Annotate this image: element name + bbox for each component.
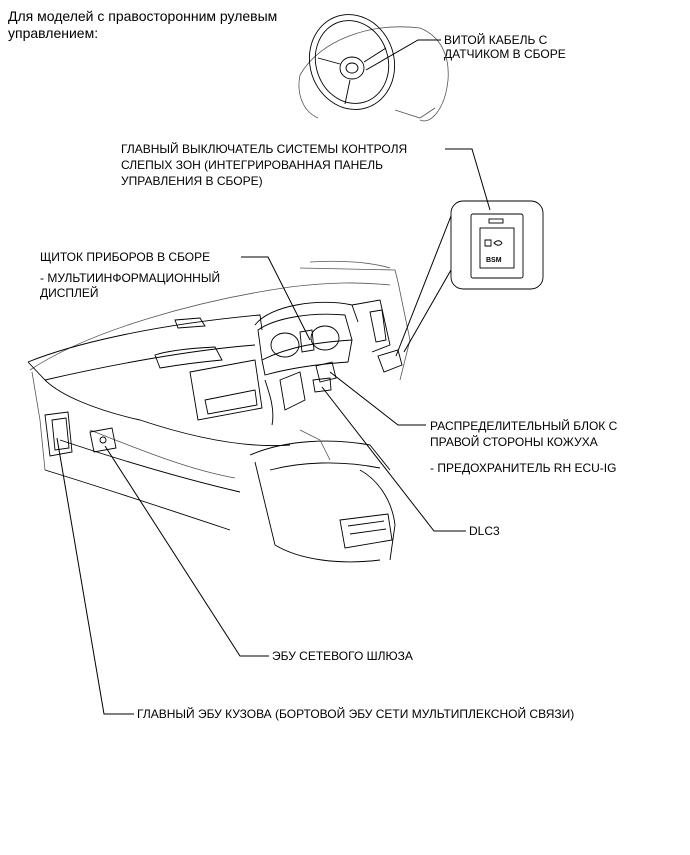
leader-gateway-ecu xyxy=(104,445,269,657)
heading: Для моделей с правосторонним рулевым упр… xyxy=(8,8,277,42)
label-dlc3: DLC3 xyxy=(469,524,500,538)
leader-body-ecu xyxy=(56,437,134,715)
label-spiral-cable: ВИТОЙ КАБЕЛЬ С ДАТЧИКОМ В СБОРЕ xyxy=(444,33,566,61)
bsm-switch-inset: BSM xyxy=(450,200,544,290)
leader-dlc3 xyxy=(321,386,466,532)
label-bsm-switch: ГЛАВНЫЙ ВЫКЛЮЧАТЕЛЬ СИСТЕМЫ КОНТРОЛЯ СЛЕ… xyxy=(121,142,408,188)
junction-block-part xyxy=(315,361,337,383)
leader-bsm-switch xyxy=(445,148,491,211)
leader-lines xyxy=(56,39,491,715)
leader-bsm-to-dash-2 xyxy=(403,269,452,353)
leader-bsm-to-dash xyxy=(395,215,452,357)
leader-spiral-cable xyxy=(365,39,441,71)
bsm-switch-text: BSM xyxy=(486,257,502,264)
label-body-ecu: ГЛАВНЫЙ ЭБУ КУЗОВА (БОРТОВОЙ ЭБУ СЕТИ МУ… xyxy=(137,707,575,721)
heading-line-2: управлением: xyxy=(8,25,99,41)
leader-junction-block xyxy=(329,371,426,426)
heading-line-1: Для моделей с правосторонним рулевым xyxy=(8,8,278,24)
dlc3-connector xyxy=(312,377,332,393)
dashboard xyxy=(27,260,411,563)
body-ecu-part xyxy=(44,411,73,457)
label-junction-block: РАСПРЕДЕЛИТЕЛЬНЫЙ БЛОК С ПРАВОЙ СТОРОНЫ … xyxy=(430,419,618,475)
label-gateway-ecu: ЭБУ СЕТЕВОГО ШЛЮЗА xyxy=(272,649,413,663)
gateway-ecu-part xyxy=(89,427,117,453)
leader-meter xyxy=(241,256,311,341)
label-meter: ЩИТОК ПРИБОРОВ В СБОРЕ - МУЛЬТИИНФОРМАЦИ… xyxy=(40,250,221,300)
steering-wheel-inset xyxy=(298,14,449,122)
